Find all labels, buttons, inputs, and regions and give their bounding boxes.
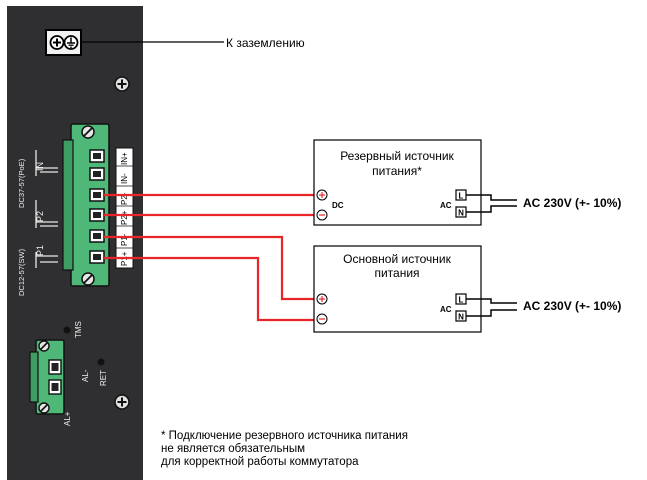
main-terminal-n: N: [458, 313, 464, 322]
voltage-label-poe: DC37-57(PoE): [17, 158, 26, 208]
pin-in-minus: IN-: [120, 173, 129, 184]
screw-icon: [114, 394, 130, 410]
label-al-plus: AL+: [63, 411, 72, 426]
ac-voltage-label-2: AC 230V (+- 10%): [523, 299, 621, 313]
backup-psu-title-2: питания*: [372, 164, 422, 178]
footnote-line: для корректной работы коммутатора: [161, 456, 359, 469]
pin-p2-minus: P2-: [120, 192, 129, 205]
backup-psu-ac: AC: [440, 201, 452, 210]
main-psu-ac: AC: [440, 305, 452, 314]
tms-led: [63, 326, 71, 334]
backup-terminal-l: L: [459, 192, 464, 201]
pin-in-plus: IN+: [120, 152, 129, 165]
power-wires: [104, 193, 318, 322]
label-al-minus: AL-: [81, 369, 90, 382]
main-psu: Основной источник питания AC L N: [313, 245, 482, 333]
ac-voltage-label-1: AC 230V (+- 10%): [523, 196, 621, 210]
ground-terminal: [45, 29, 82, 56]
alarm-connector: [29, 339, 65, 415]
label-p2: P2: [35, 211, 45, 222]
backup-psu-title-1: Резервный источник: [340, 149, 454, 163]
pin-p1-minus: P1-: [120, 233, 129, 246]
backup-psu-dc: DC: [332, 201, 344, 210]
main-terminal-l: L: [459, 296, 464, 305]
pin-label-column: IN+ IN- P2- P2+ P1- P1+: [115, 147, 134, 269]
label-ret: RET: [99, 370, 108, 386]
power-connector: [62, 123, 110, 287]
label-p1: P1: [35, 245, 45, 256]
label-in: IN: [35, 162, 45, 171]
screw-icon: [114, 76, 130, 92]
ground-label: К заземлению: [226, 36, 305, 50]
backup-psu: Резервный источник питания* DC AC L N: [313, 139, 482, 226]
footnote: * Подключение резервного источника питан…: [161, 430, 408, 470]
label-tms: TMS: [74, 321, 83, 338]
pin-p2-plus: P2+: [120, 210, 129, 225]
main-psu-title-2: питания: [374, 266, 419, 280]
backup-terminal-n: N: [458, 209, 464, 218]
footnote-line: не является обязательным: [161, 443, 306, 456]
footnote-line: * Подключение резервного источника питан…: [161, 430, 408, 442]
group-brackets: [35, 150, 58, 268]
ret-led: [97, 358, 105, 366]
main-psu-title-1: Основной источник: [343, 252, 451, 266]
voltage-label-sw: DC12-57(SW): [17, 248, 26, 296]
